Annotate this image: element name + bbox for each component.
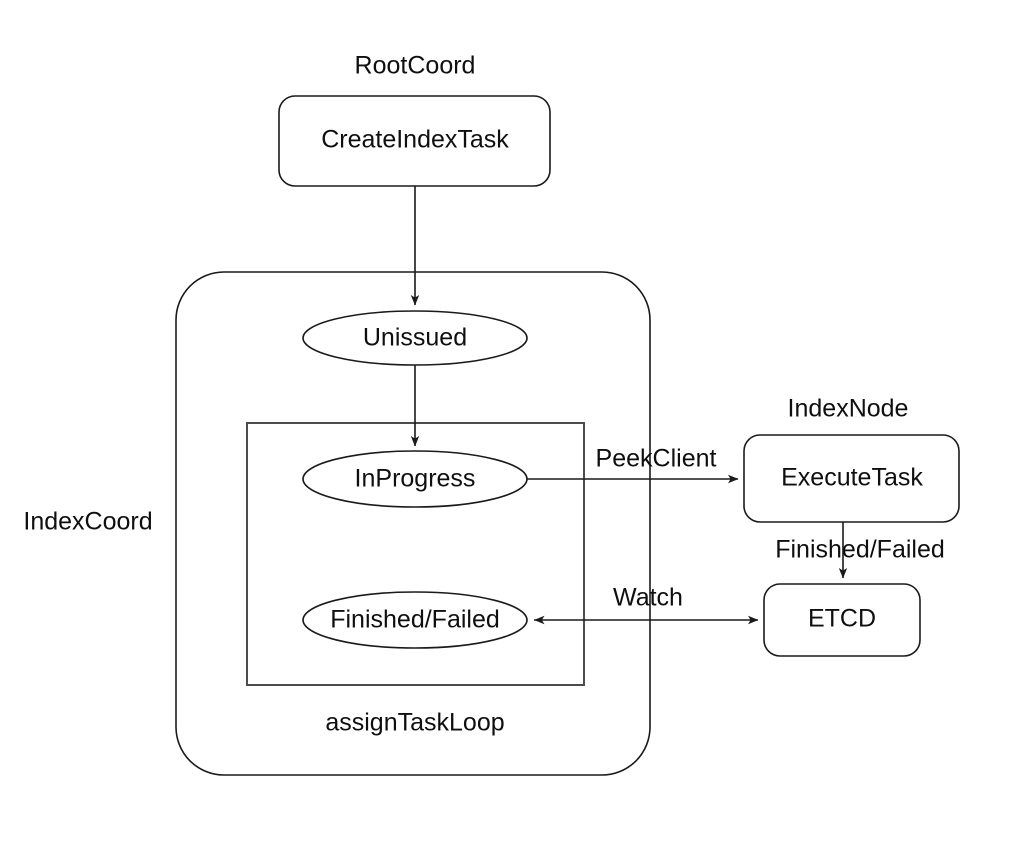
finished-failed-ellipse[interactable] bbox=[302, 591, 528, 649]
index-node-label: IndexNode bbox=[788, 395, 909, 423]
peek-client-edge-label: PeekClient bbox=[596, 445, 717, 473]
execute-task-box[interactable] bbox=[743, 434, 960, 523]
finished-failed-edge-label: Finished/Failed bbox=[775, 536, 945, 564]
watch-edge-label: Watch bbox=[613, 584, 683, 612]
root-coord-label: RootCoord bbox=[355, 52, 476, 80]
create-index-task-label: CreateIndexTask bbox=[321, 126, 509, 154]
unissued-label: Unissued bbox=[363, 324, 467, 352]
in-progress-label: InProgress bbox=[355, 465, 476, 493]
index-coord-container[interactable] bbox=[175, 271, 651, 776]
index-coord-label: IndexCoord bbox=[23, 508, 152, 536]
assign-task-loop-label: assignTaskLoop bbox=[325, 709, 504, 737]
execute-task-label: ExecuteTask bbox=[781, 464, 923, 492]
etcd-label: ETCD bbox=[808, 605, 876, 633]
etcd-box[interactable] bbox=[763, 583, 921, 657]
finished-failed-state-label: Finished/Failed bbox=[330, 606, 500, 634]
